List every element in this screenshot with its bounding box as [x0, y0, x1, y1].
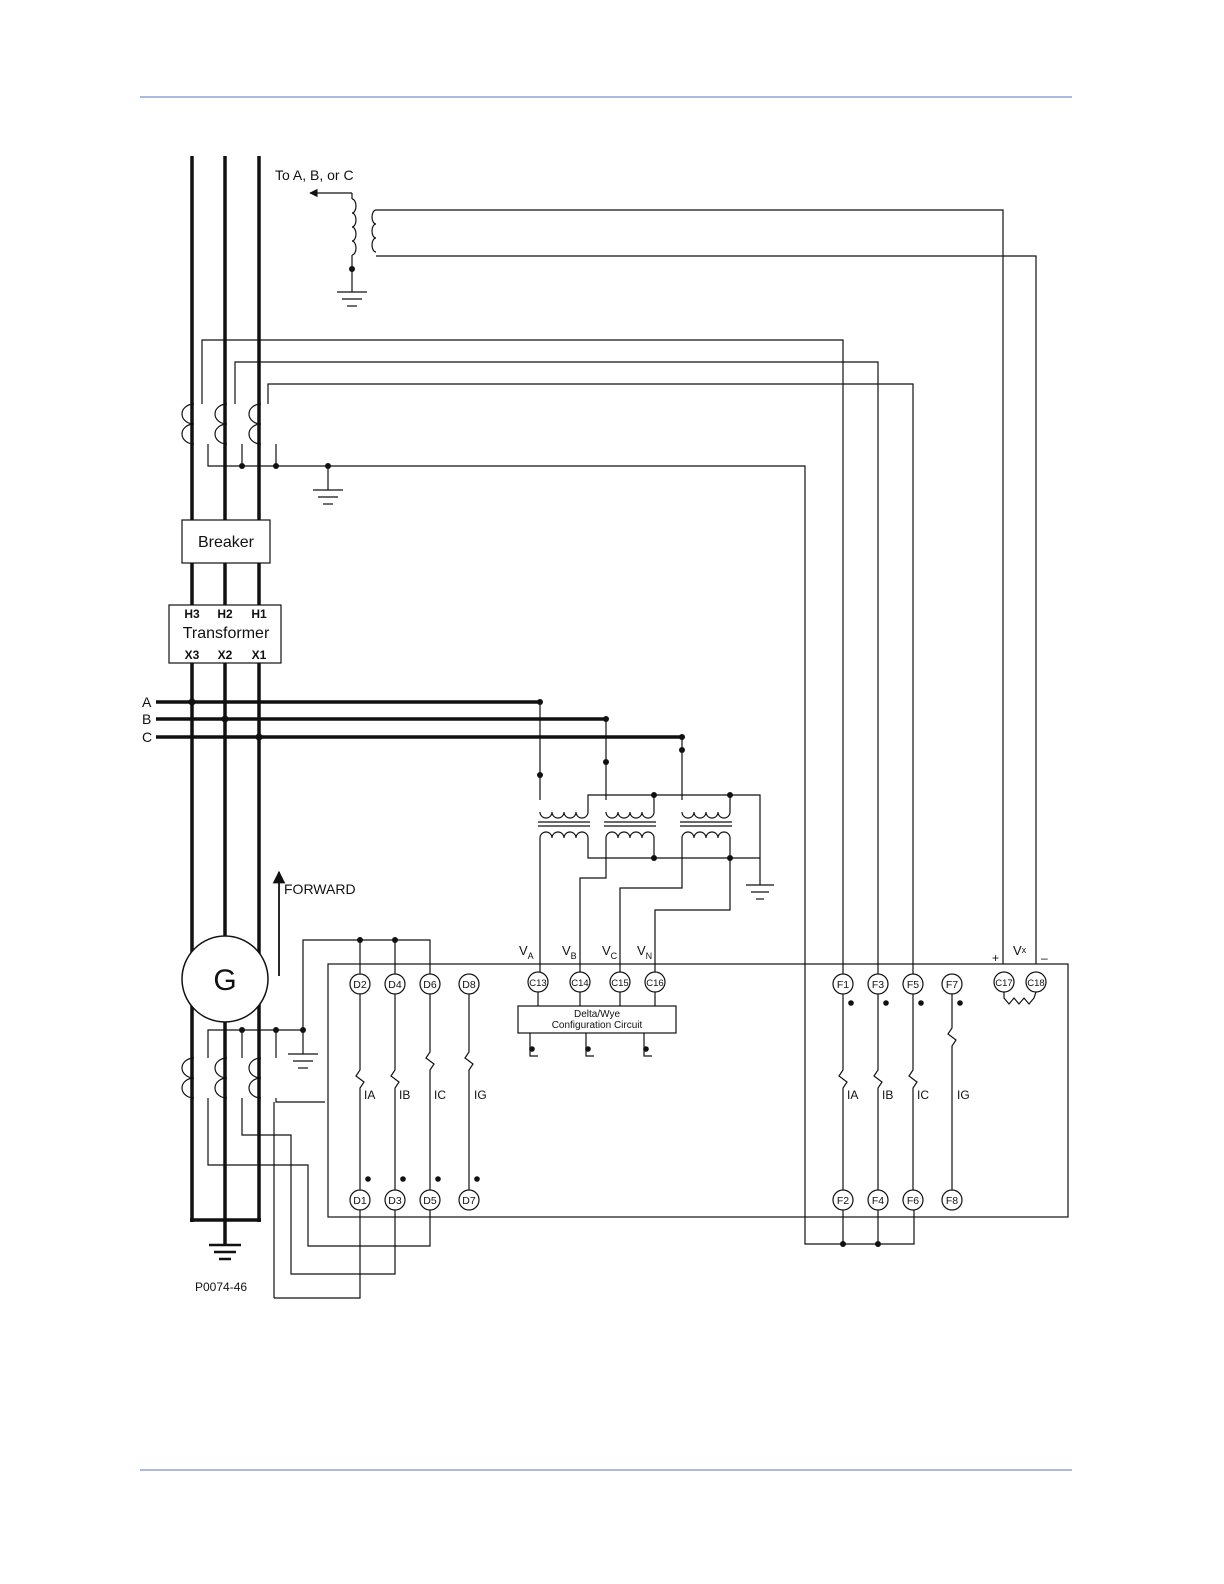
d-polarity-dots [365, 1176, 480, 1182]
terminal-d3: D3 [388, 1195, 402, 1207]
f-current-label-ic: IC [917, 1088, 929, 1102]
terminal-f4: F4 [872, 1195, 884, 1207]
breaker-label: Breaker [198, 534, 255, 551]
forward-label: FORWARD [284, 881, 356, 897]
vc-label: VC [602, 943, 618, 961]
terminal-c16: C16 [646, 978, 663, 989]
bus-c-label: C [142, 729, 152, 745]
terminal-d5: D5 [423, 1195, 437, 1207]
vx-minus-label: – [1041, 951, 1048, 965]
vx-label: Vx [1013, 943, 1027, 958]
phase-conductors [190, 156, 261, 1244]
terminal-f3: F3 [872, 979, 884, 991]
pt-coil-icon [310, 193, 1036, 964]
terminal-f6: F6 [907, 1195, 919, 1207]
drawing-number: P0074-46 [195, 1280, 247, 1294]
terminal-d8: D8 [462, 979, 476, 991]
pt-junction [349, 266, 355, 272]
vx-plus-label: + [992, 951, 999, 965]
h1-label: H1 [251, 607, 267, 621]
terminal-c18: C18 [1027, 978, 1044, 989]
terminal-c14: C14 [571, 978, 588, 989]
pt-note: To A, B, or C [275, 167, 354, 183]
terminal-f8: F8 [946, 1195, 958, 1207]
d-current-label-ia: IA [364, 1088, 375, 1102]
terminal-d1: D1 [353, 1195, 367, 1207]
va-label: VA [519, 943, 534, 961]
f-current-label-ig: IG [957, 1088, 970, 1102]
terminal-d4: D4 [388, 979, 402, 991]
vn-label: VN [637, 943, 652, 961]
neutral-ground-icon [209, 1245, 241, 1259]
d-current-label-ib: IB [399, 1088, 410, 1102]
bus-b-label: B [142, 711, 151, 727]
terminal-d7: D7 [462, 1195, 476, 1207]
x3-label: X3 [185, 648, 200, 662]
h3-label: H3 [184, 607, 200, 621]
f-current-label-ib: IB [882, 1088, 893, 1102]
h2-label: H2 [217, 607, 233, 621]
terminal-circles [350, 972, 1046, 1210]
f-returns [843, 1210, 878, 1244]
generator-label: G [213, 964, 236, 997]
upper-ct-icon [182, 340, 914, 1244]
vt-junctions [537, 699, 733, 861]
terminal-c15: C15 [611, 978, 628, 989]
d-current-label-ic: IC [434, 1088, 446, 1102]
terminal-c17: C17 [995, 978, 1012, 989]
terminal-c13: C13 [529, 978, 546, 989]
upper-ct-junctions [239, 463, 881, 1247]
f-polarity-dots [848, 1000, 963, 1006]
d-current-label-ig: IG [474, 1088, 487, 1102]
terminal-f5: F5 [907, 979, 919, 991]
terminal-f7: F7 [946, 979, 958, 991]
terminal-d6: D6 [423, 979, 437, 991]
x1-label: X1 [252, 648, 267, 662]
transformer-label: Transformer [183, 625, 270, 642]
terminal-f2: F2 [837, 1195, 849, 1207]
vt-bank-icon [538, 702, 774, 972]
delta-wye-label-1: Delta/Wye [574, 1009, 620, 1020]
bus-a-label: A [142, 694, 152, 710]
f-current-label-ia: IA [847, 1088, 858, 1102]
terminal-f1: F1 [837, 979, 849, 991]
x2-label: X2 [218, 648, 233, 662]
delta-wye-dots [529, 1046, 649, 1052]
terminal-d2: D2 [353, 979, 367, 991]
vb-label: VB [562, 943, 577, 961]
delta-wye-label-2: Configuration Circuit [552, 1020, 643, 1031]
